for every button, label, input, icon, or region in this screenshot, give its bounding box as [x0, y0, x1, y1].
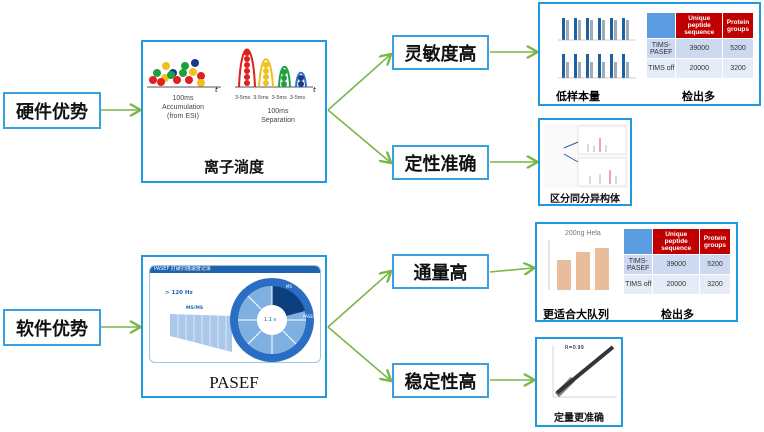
feature-stability: 稳定性高	[392, 363, 489, 398]
table-cell: 20000	[675, 58, 723, 79]
sep-time: 100ms	[267, 108, 289, 115]
pasef-graphic: PASEF 打破扫描速度记录 > 120 Hz MS/MS 1.1 s MS P…	[149, 265, 321, 363]
scatter-plot	[552, 345, 617, 398]
table-cell: 39000	[652, 254, 700, 275]
feature-accuracy: 定性准确	[392, 145, 489, 180]
low-sample-caption: 低样本量	[556, 90, 600, 103]
quant-caption: 定量更准确	[554, 413, 604, 424]
pasef-box: PASEF 打破扫描速度记录 > 120 Hz MS/MS 1.1 s MS P…	[141, 255, 327, 398]
accum-time: 100ms	[172, 95, 194, 102]
spectra-image	[544, 124, 628, 188]
pasef-caption: PASEF	[209, 373, 259, 392]
table-header: Protein groups	[722, 12, 754, 39]
panel-isomers: 区分同分异构体	[538, 118, 632, 206]
panel-stability: R=0.99 定量更准确	[535, 337, 623, 427]
r-value: R=0.99	[565, 345, 584, 351]
pasef-ring-label: PASEF	[303, 314, 316, 319]
feature-throughput: 通量高	[392, 254, 489, 289]
hardware-advantage-label: 硬件优势	[3, 92, 101, 129]
pasef-wheel	[170, 278, 314, 362]
pasef-header: PASEF 打破扫描速度记录	[150, 266, 320, 273]
peak-time: 3-5ms	[289, 95, 306, 101]
table-cell: 3200	[722, 58, 754, 79]
table-cell: 20000	[652, 274, 700, 295]
hela-chart-title: 200ng Hela	[565, 230, 601, 237]
table-cell: 5200	[699, 254, 731, 275]
separation-text: 100ms Separation	[248, 107, 308, 125]
hela-bar-chart	[548, 240, 609, 290]
more-detected-caption: 检出多	[682, 90, 715, 103]
ms-label: MS	[286, 284, 292, 289]
accum-sub: (from ESI)	[167, 113, 199, 120]
isomers-caption: 区分同分异构体	[550, 194, 620, 205]
accumulation-text: 100ms Accumulation (from ESI)	[153, 94, 213, 121]
peak-time: 3-5ms	[235, 95, 251, 101]
table-cell: TIMS off	[622, 274, 654, 295]
ion-mobility-caption: 离子淌度	[203, 158, 264, 176]
table-header: Unique peptide sequence	[675, 12, 723, 39]
table-cell: 3200	[699, 274, 731, 295]
axis-t: t	[215, 86, 218, 94]
cycle-time: 1.1 s	[264, 317, 277, 323]
feature-sensitivity: 灵敏度高	[392, 35, 489, 70]
ion-cluster	[149, 59, 205, 87]
bar-chart-low-sample	[558, 18, 636, 79]
table-cell: TIMS-PASEF	[622, 254, 654, 275]
table-corner	[645, 12, 677, 39]
table-cell: TIMS-PASEF	[645, 38, 677, 59]
software-advantage-label: 软件优势	[3, 309, 101, 346]
more-detected-caption-2: 检出多	[661, 308, 694, 321]
ion-mobility-diagram	[147, 48, 313, 88]
table-cell: 5200	[722, 38, 754, 59]
table-cell: TIMS off	[645, 58, 677, 79]
axis-t-2: t	[313, 86, 316, 94]
msms-label: MS/MS	[186, 306, 204, 311]
peak-time: 3-5ms	[253, 95, 269, 101]
rate-label: > 120 Hz	[165, 290, 193, 296]
accum-label: Accumulation	[161, 104, 205, 111]
table-header: Unique peptide sequence	[652, 228, 700, 255]
large-cohort-caption: 更适合大队列	[543, 308, 609, 321]
peak-time: 3-5ms	[271, 95, 287, 101]
table-header: Protein groups	[699, 228, 731, 255]
table-corner	[622, 228, 654, 255]
sep-label: Separation	[261, 117, 295, 124]
table-cell: 39000	[675, 38, 723, 59]
